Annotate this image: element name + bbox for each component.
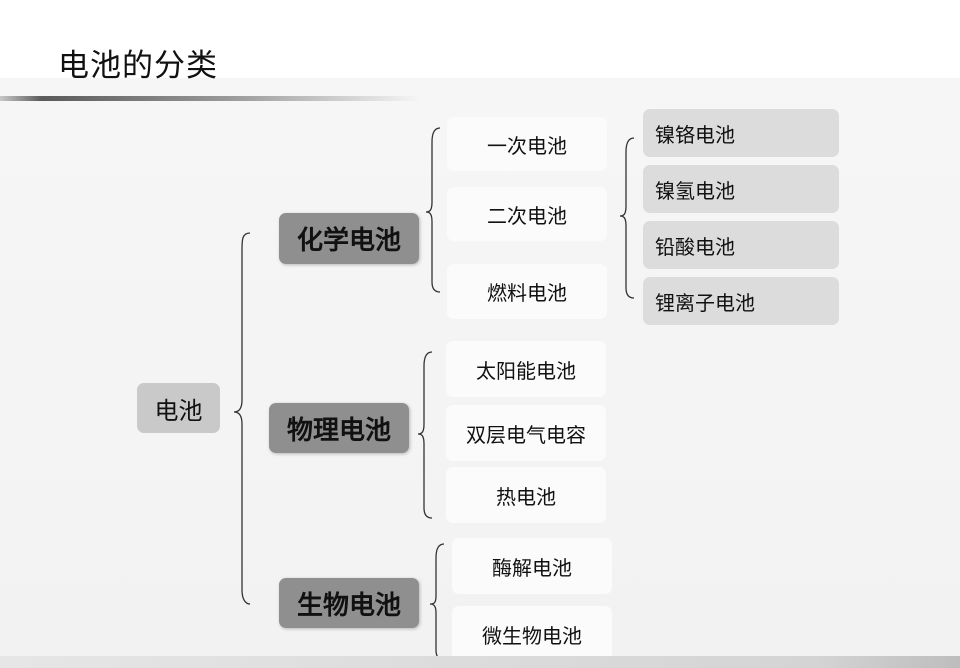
node-solar-cell: 太阳能电池 [446,341,606,397]
leaf-lithium-ion: 锂离子电池 [643,277,839,325]
root-brace [233,232,251,605]
node-thermal-battery: 热电池 [446,467,606,523]
bio-brace [429,543,445,661]
category-physical: 物理电池 [269,403,409,453]
root-node: 电池 [137,383,220,433]
secondary-brace [619,137,635,299]
node-double-layer-capacitor: 双层电气电容 [446,405,606,461]
category-biological: 生物电池 [279,578,419,628]
leaf-lead-acid: 铅酸电池 [643,221,839,269]
node-primary-battery: 一次电池 [447,117,607,171]
chemical-brace [425,127,441,293]
node-microbial-battery: 微生物电池 [452,606,612,662]
header-band [0,0,960,78]
leaf-nickel-hydrogen: 镍氢电池 [643,165,839,213]
node-secondary-battery: 二次电池 [447,187,607,241]
node-enzyme-battery: 酶解电池 [452,538,612,594]
physical-brace [417,351,433,519]
footer-bar [0,656,960,668]
leaf-nickel-chromium: 镍铬电池 [643,109,839,157]
page-title: 电池的分类 [58,48,218,84]
title-underline [0,96,420,101]
node-fuel-cell: 燃料电池 [447,264,607,319]
category-chemical: 化学电池 [279,213,419,264]
